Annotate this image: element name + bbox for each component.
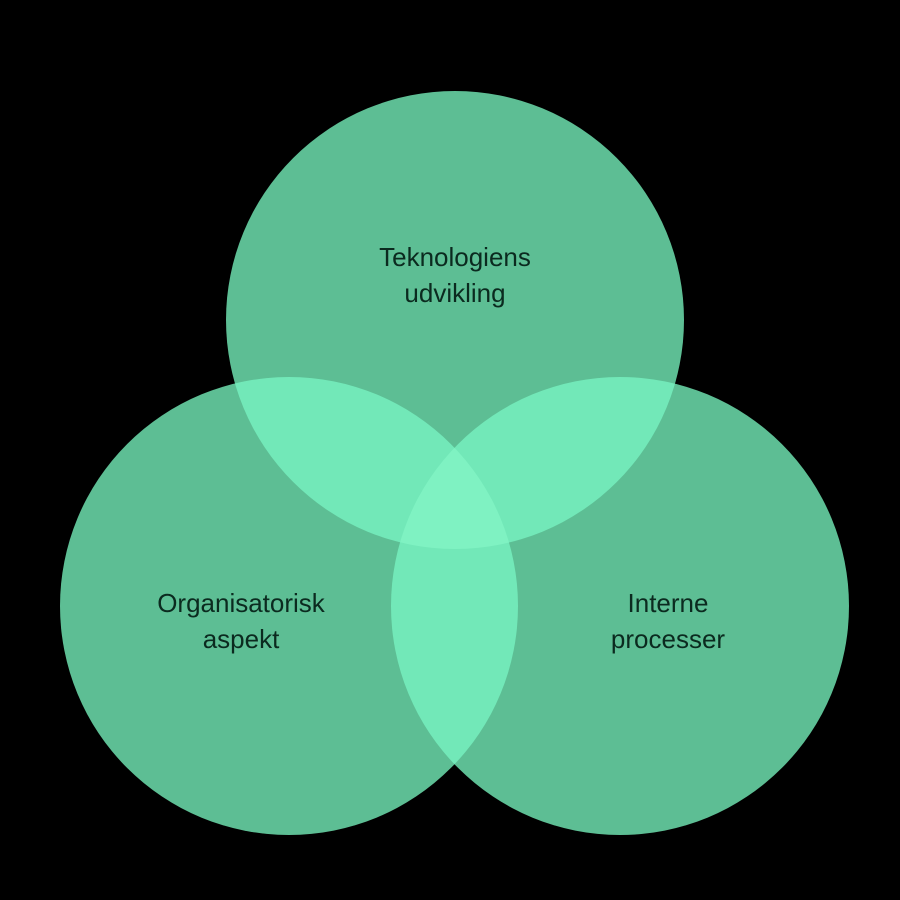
label-top-line-1: Teknologiens bbox=[379, 242, 531, 272]
label-left-circle: Organisatorisk aspekt bbox=[157, 585, 325, 657]
label-top-line-2: udvikling bbox=[404, 278, 506, 308]
overlap-top-left bbox=[226, 377, 518, 549]
label-top-circle: Teknologiens udvikling bbox=[379, 239, 531, 311]
label-right-line-2: processer bbox=[610, 624, 726, 654]
label-right-line-1: Interne bbox=[627, 588, 709, 618]
label-left-line-1: Organisatorisk bbox=[157, 588, 325, 618]
label-left-line-2: aspekt bbox=[202, 624, 280, 654]
label-right-circle: Interne processer bbox=[611, 585, 725, 657]
overlap-top-right bbox=[391, 377, 684, 549]
